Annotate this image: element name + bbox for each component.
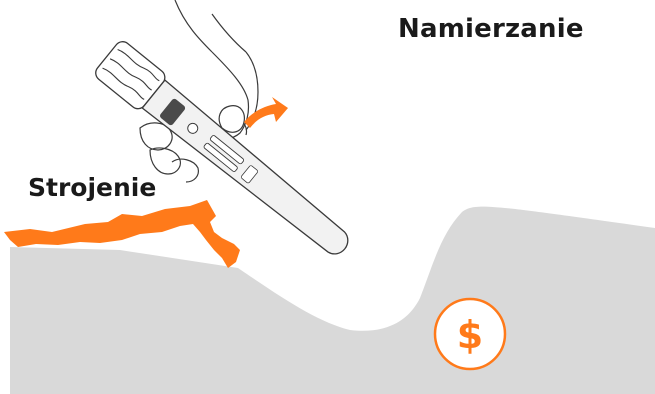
pinpointer-icon (95, 41, 349, 255)
label-tuning: Strojenie (28, 173, 157, 202)
sweep-motion-icon (4, 200, 240, 268)
label-pinpointing: Namierzanie (398, 14, 584, 44)
coin-dollar-icon (433, 297, 507, 371)
rotation-arrow-icon (244, 97, 288, 128)
coin-symbol: $ (457, 313, 483, 357)
thumb (218, 105, 245, 133)
